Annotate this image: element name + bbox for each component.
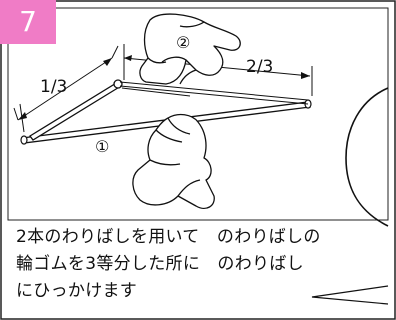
marker-2-text: ② (176, 33, 190, 52)
caption-line-2: 輪ゴムを3等分した所に のわりばし (16, 254, 304, 274)
measure-arrowheads (18, 55, 310, 120)
marker-1: ① (95, 137, 109, 156)
diagram-frame (7, 7, 389, 221)
label-one-third: 1/3 (40, 77, 67, 97)
marker-1-text: ① (95, 137, 109, 156)
step-number-badge: 7 (0, 0, 56, 44)
instruction-caption: 2本のわりばしを用いて のわりばしの 輪ゴムを3等分した所に のわりばし にひっ… (16, 224, 388, 305)
hand-top (139, 13, 241, 85)
caption-line-1: 2本のわりばしを用いて のわりばしの (16, 227, 321, 247)
caption-line-3: にひっかけます (16, 281, 138, 301)
label-two-thirds: 2/3 (246, 57, 273, 77)
magnifier-circle (345, 87, 389, 227)
marker-2: ② (176, 33, 190, 52)
rubber-band (119, 81, 309, 105)
hand-bottom (132, 113, 215, 210)
caption-pointer-line (311, 285, 389, 305)
